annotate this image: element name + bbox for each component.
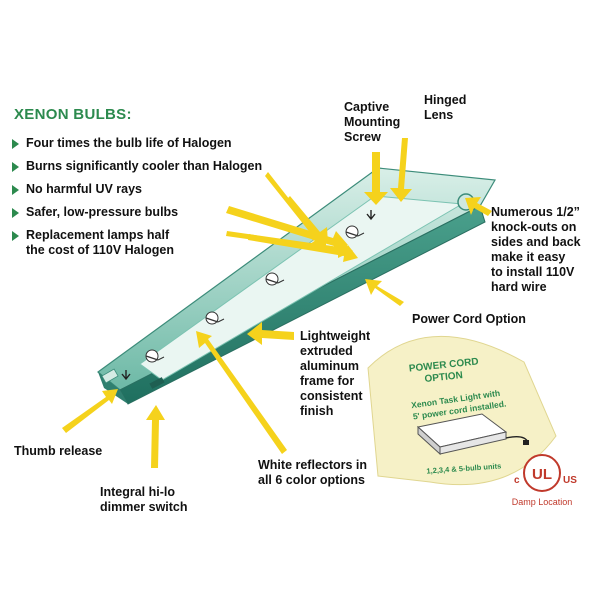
callout-dimmer-switch: Integral hi-lo dimmer switch	[100, 485, 188, 514]
benefit-list: Four times the bulb life of Halogen Burn…	[12, 136, 262, 266]
callout-thumb-release: Thumb release	[14, 444, 103, 458]
bullet-triangle-icon	[12, 208, 19, 218]
screw-marker-icon	[366, 210, 376, 221]
screw-marker-icon	[121, 370, 131, 381]
bullet-triangle-icon	[12, 162, 19, 172]
callout-white-reflectors: White reflectors in all 6 color options	[258, 458, 368, 487]
ul-us: US	[563, 475, 577, 486]
ul-listing-mark: UL c US Damp Location	[512, 454, 577, 507]
bullet-triangle-icon	[12, 185, 19, 195]
list-item: Replacement lamps half the cost of 110V …	[12, 228, 262, 258]
callout-arrows	[62, 138, 492, 468]
callout-lightweight-frame: Lightweight extruded aluminum frame for …	[300, 329, 371, 418]
ul-caption: Damp Location	[512, 497, 573, 507]
xenon-bulbs-heading: XENON BULBS:	[14, 106, 132, 123]
list-item: No harmful UV rays	[12, 182, 262, 197]
callout-hinged-lens: Hinged Lens	[424, 93, 467, 122]
xenon-lamps	[145, 225, 365, 363]
bullet-triangle-icon	[12, 139, 19, 149]
list-item: Burns significantly cooler than Halogen	[12, 159, 262, 174]
inset-title-line2: OPTION	[424, 370, 463, 385]
list-item: Safer, low-pressure bulbs	[12, 205, 262, 220]
ul-c: c	[514, 475, 520, 486]
list-item: Four times the bulb life of Halogen	[12, 136, 262, 151]
callout-knockouts: Numerous 1/2” knock-outs on sides and ba…	[491, 205, 581, 294]
ul-letters: UL	[532, 466, 552, 483]
bullet-triangle-icon	[12, 231, 19, 241]
power-cord-inset: POWER CORD OPTION Xenon Task Light with …	[367, 336, 557, 486]
callout-captive-screw: Captive Mounting Screw	[344, 100, 401, 144]
callout-power-cord-option: Power Cord Option	[412, 312, 526, 326]
